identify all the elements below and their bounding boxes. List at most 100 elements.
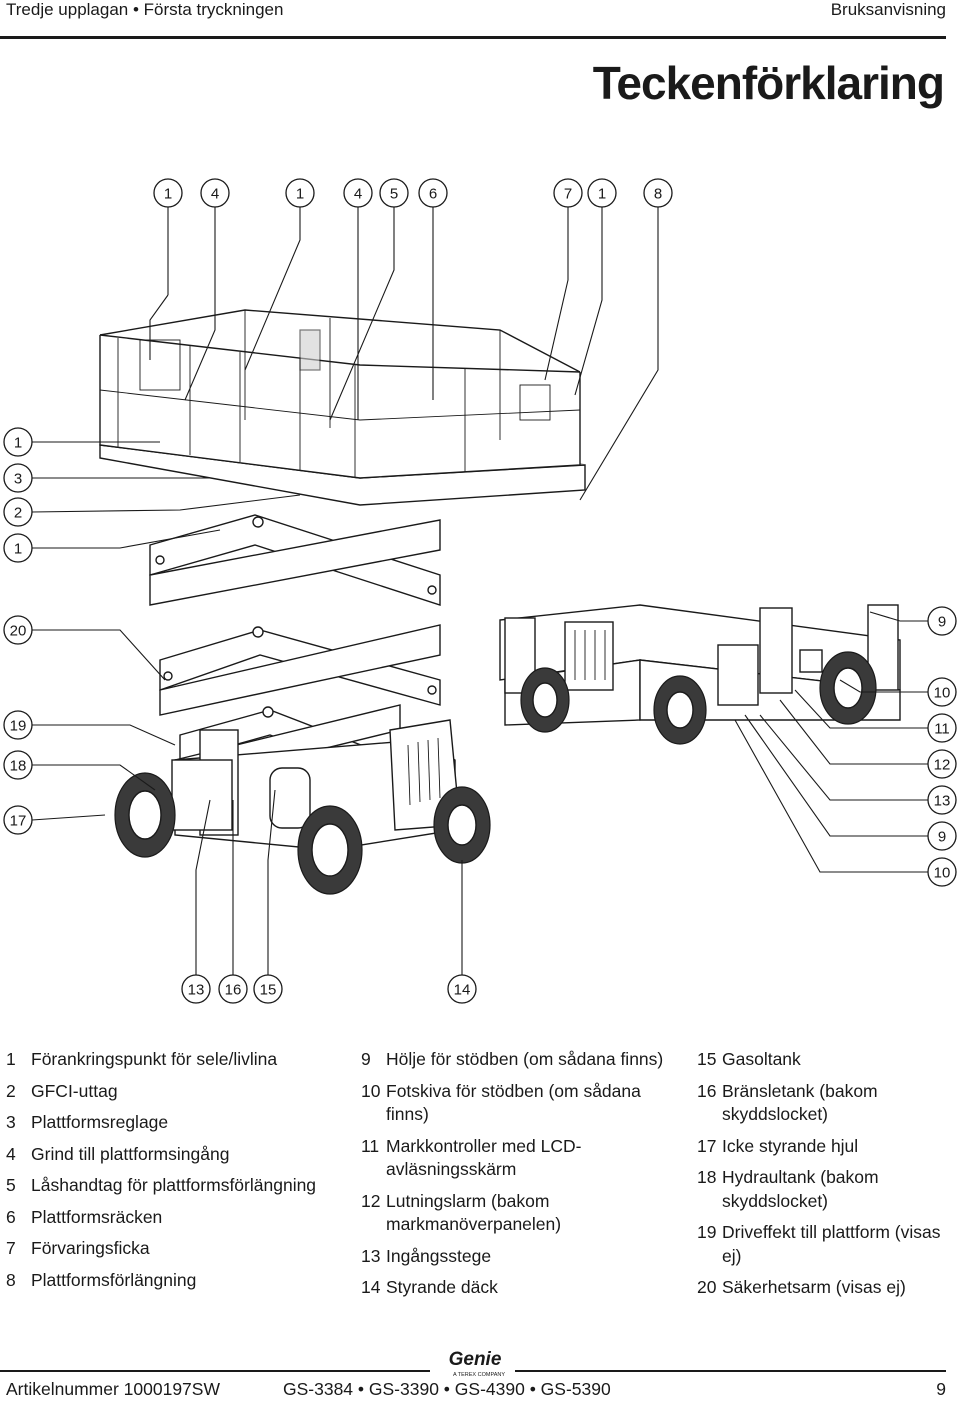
callout-6: 6 [418,178,448,208]
legend-item-number: 7 [6,1238,16,1258]
footer-models: GS-3384 • GS-3390 • GS-4390 • GS-5390 [283,1379,611,1399]
callout-right-13: 13 [927,785,957,815]
legend-item-number: 13 [361,1245,381,1266]
legend-item-number: 19 [697,1222,717,1242]
svg-text:19: 19 [10,718,27,735]
callout-right-11: 11 [927,713,957,743]
svg-text:20: 20 [10,623,27,640]
svg-text:14: 14 [454,982,471,999]
callout-left-1b: 1 [3,533,33,563]
svg-text:17: 17 [10,813,27,830]
scissor-lift-base-rear-illustration [499,604,901,745]
legend-item-number: 17 [697,1135,717,1156]
legend-item: 3 Plattformsreglage [6,1111,336,1135]
legend-item-text: Säkerhetsarm (visas ej) [722,1277,906,1297]
legend-item-number: 1 [6,1049,16,1069]
legend-item-text: GFCI-uttag [31,1080,118,1101]
svg-text:16: 16 [225,982,242,999]
legend-item: 8 Plattformsförlängning [6,1269,336,1293]
page-number: 9 [936,1379,946,1399]
callout-left-1a: 1 [3,427,33,457]
callout-right-9b: 9 [927,821,957,851]
svg-text:10: 10 [934,865,951,882]
footer-part-number: Artikelnummer 1000197SW [6,1379,220,1399]
svg-text:12: 12 [934,757,951,774]
callout-bottom-15: 15 [253,974,283,1004]
legend-item-number: 10 [361,1080,381,1101]
legend-item-text: Hölje för stödben (om sådana finns) [386,1049,664,1069]
legend-item: 9 Hölje för stödben (om sådana finns) [361,1048,681,1072]
callout-left-3: 3 [3,463,33,493]
svg-text:13: 13 [934,793,951,810]
callout-right-9a: 9 [927,606,957,636]
legend-item-number: 9 [361,1049,371,1069]
legend-item-text: Driveffekt till plattform (visas ej) [722,1222,941,1266]
callout-1b: 1 [285,178,315,208]
callout-8: 8 [643,178,673,208]
svg-text:3: 3 [14,471,22,488]
callout-right-10b: 10 [927,857,957,887]
legend-item-text: Grind till plattformsingång [31,1143,230,1164]
callouts-right: 9 10 11 12 13 9 10 [927,606,957,887]
callout-right-10a: 10 [927,677,957,707]
svg-text:10: 10 [934,685,951,702]
svg-text:1: 1 [14,541,22,558]
legend-item-number: 15 [697,1049,717,1069]
legend-item-number: 14 [361,1277,381,1297]
legend-item-text: Gasoltank [722,1049,801,1069]
legend-item-number: 2 [6,1080,16,1101]
header-manual-name: Bruksanvisning [830,0,946,19]
callout-left-18: 18 [3,750,33,780]
legend-item-number: 11 [361,1135,380,1156]
callout-leaders [31,207,940,975]
legend-item-number: 8 [6,1269,16,1290]
header-rule [0,36,946,39]
page-title: Teckenförklaring [592,57,945,109]
legend-item: 11 Markkontroller med LCD-avläsningsskärm [361,1135,681,1182]
callouts-top: 1 4 1 4 5 6 7 1 8 [153,178,673,208]
svg-text:4: 4 [211,186,219,203]
legend-item-number: 3 [6,1112,16,1132]
legend-item-text: Ingångsstege [386,1245,492,1266]
callouts-bottom: 13 16 15 14 [181,974,477,1004]
footer-rule-left [0,1370,430,1372]
genie-logo-text: Genie [449,1349,502,1370]
callout-left-17: 17 [3,805,33,835]
svg-text:5: 5 [390,186,398,203]
callout-left-20: 20 [3,615,33,645]
genie-logo-subtext: A TEREX COMPANY [453,1372,505,1378]
svg-text:6: 6 [429,186,437,203]
legend-item-text: Bränsletank (bakom skyddslocket) [722,1080,878,1125]
legend-item-text: Fotskiva för stödben (om sådana finns) [386,1080,641,1125]
legend-item-text: Plattformsreglage [31,1112,169,1132]
legend-item-text: Icke styrande hjul [722,1135,859,1156]
svg-text:4: 4 [354,186,362,203]
genie-logo: Genie A TEREX COMPANY [441,1349,509,1378]
svg-text:7: 7 [564,186,572,203]
svg-text:9: 9 [938,829,946,846]
svg-text:1: 1 [598,186,606,203]
legend-item: 2 GFCI-uttag [6,1080,336,1104]
legend-item-text: Markkontroller med LCD-avläsningsskärm [386,1135,582,1180]
callout-7: 7 [553,178,583,208]
legend-item-text: Plattformsförlängning [31,1269,197,1290]
legend-item-number: 5 [6,1175,16,1195]
scissor-lift-figure: 1 4 1 4 5 6 7 1 8 1 3 2 1 20 19 18 17 9 … [3,178,957,1004]
svg-text:1: 1 [14,435,22,452]
legend-item-text: Förvaringsficka [31,1238,150,1258]
callout-bottom-16: 16 [218,974,248,1004]
legend-item-text: Styrande däck [386,1277,498,1297]
callout-1a: 1 [153,178,183,208]
footer-rule-right [515,1370,946,1372]
